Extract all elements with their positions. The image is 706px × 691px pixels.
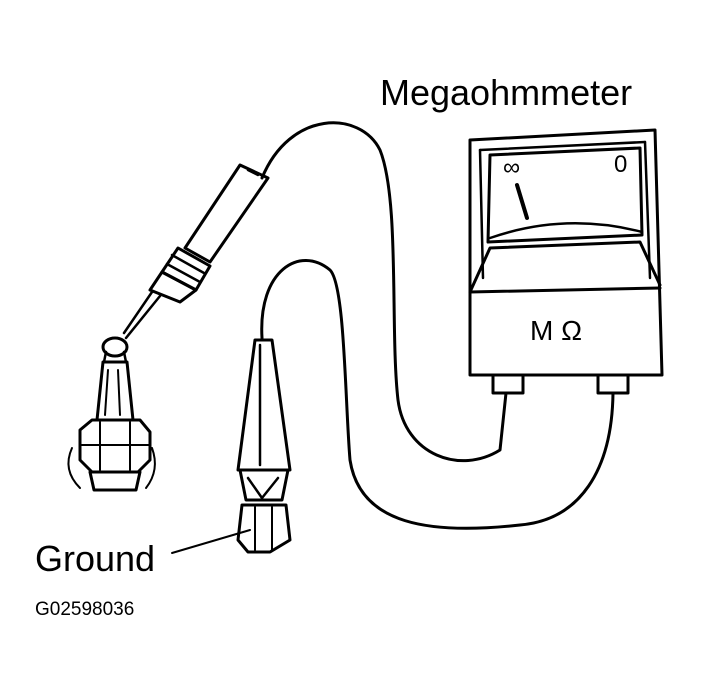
test-probe-icon <box>122 163 270 340</box>
probe-wire <box>260 121 508 463</box>
ground-label: Ground <box>35 538 155 579</box>
megaohmmeter-label: Megaohmmeter <box>380 72 632 113</box>
ground-leader-line <box>171 529 251 554</box>
spark-plug-icon <box>67 336 156 492</box>
infinity-scale-label: ∞ <box>503 154 520 181</box>
ground-wire <box>260 259 615 530</box>
figure-code-label: G02598036 <box>35 599 134 620</box>
megaohmmeter-icon <box>468 128 664 395</box>
megaohm-unit-label: M Ω <box>530 315 582 346</box>
zero-scale-label: 0 <box>614 151 627 178</box>
alligator-clip-icon <box>236 338 292 554</box>
